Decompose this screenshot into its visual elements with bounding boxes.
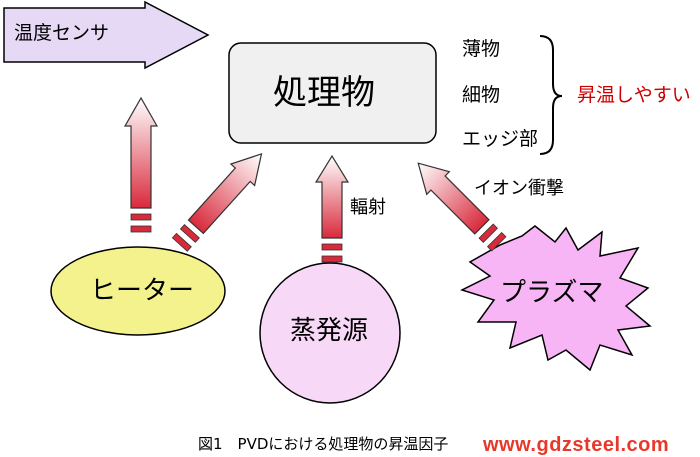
part-thin: 薄物	[462, 38, 501, 60]
parts-note: 昇温しやすい	[577, 84, 691, 106]
source-label: 蒸発源	[290, 316, 369, 346]
figure-caption: 図1 PVDにおける処理物の昇温因子	[198, 435, 449, 453]
sensor-label: 温度センサ	[14, 22, 110, 44]
object-label: 処理物	[273, 73, 375, 113]
arrow-heater-to-object	[171, 153, 263, 252]
arrow-heater-to-sensor	[123, 96, 159, 233]
object-box	[228, 42, 437, 144]
watermark: www.gdzsteel.com	[483, 434, 670, 456]
parts-bracket	[539, 35, 563, 155]
arrow-plasma-to-object	[417, 162, 507, 252]
edge-label-radiation: 輻射	[350, 197, 386, 218]
arrow-source-to-object	[314, 154, 350, 263]
plasma-label: プラズマ	[500, 278, 604, 308]
plasma-burst	[460, 225, 652, 372]
source-circle	[259, 262, 401, 404]
edge-label-ion: イオン衝撃	[474, 178, 564, 199]
part-edge: エッジ部	[462, 128, 539, 150]
heater-label: ヒーター	[90, 276, 195, 306]
part-fine: 細物	[462, 84, 501, 106]
sensor-arrow	[3, 0, 210, 70]
heater-ellipse	[50, 246, 226, 336]
